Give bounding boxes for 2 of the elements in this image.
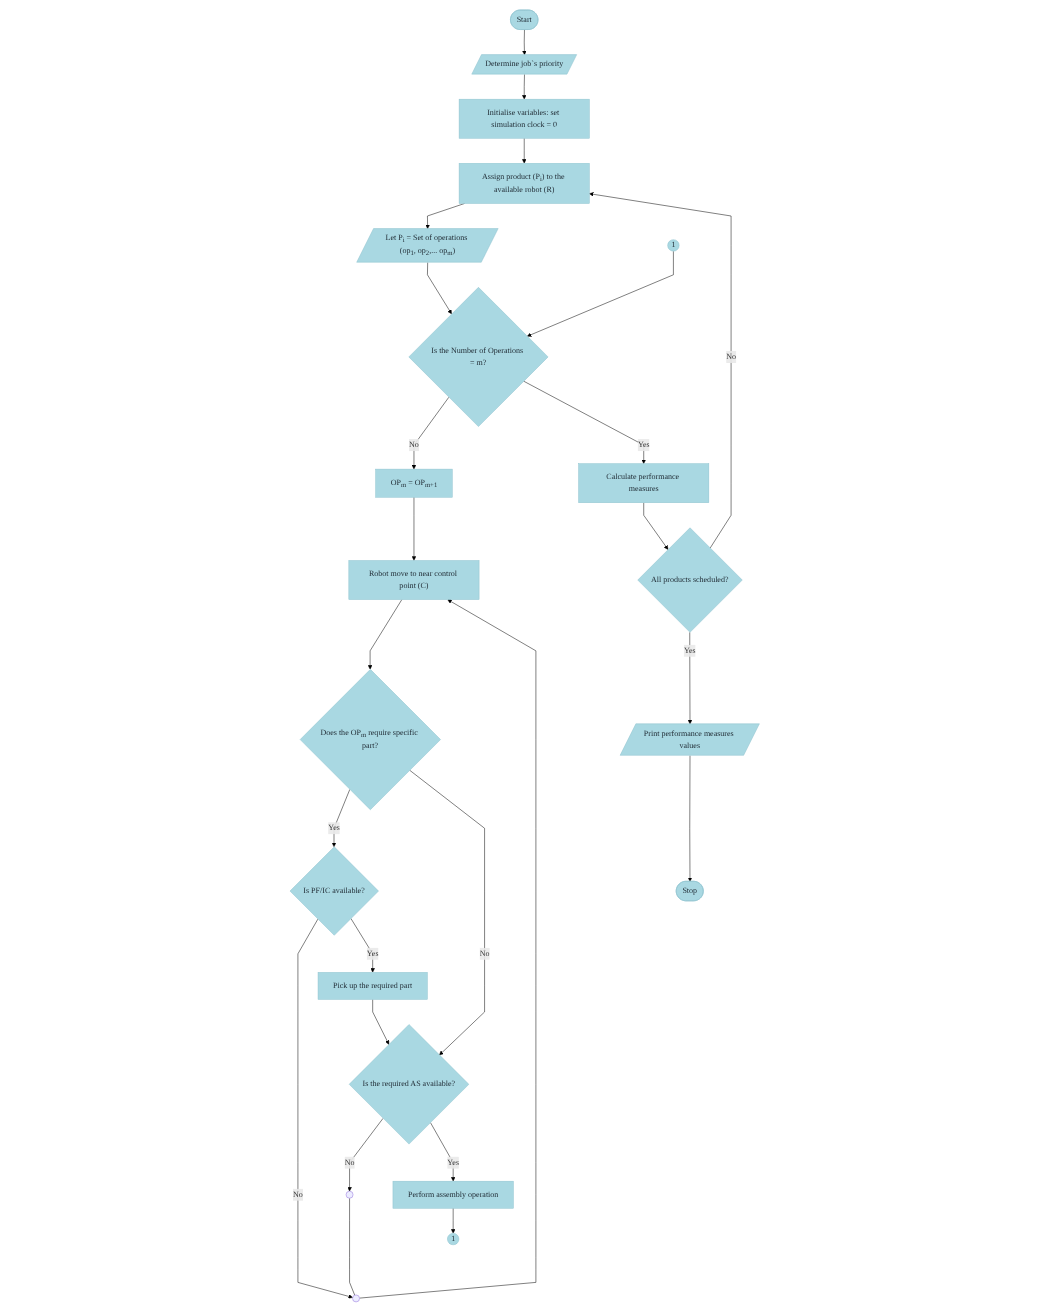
node-circle bbox=[345, 1190, 353, 1198]
node-circle bbox=[351, 1293, 360, 1302]
